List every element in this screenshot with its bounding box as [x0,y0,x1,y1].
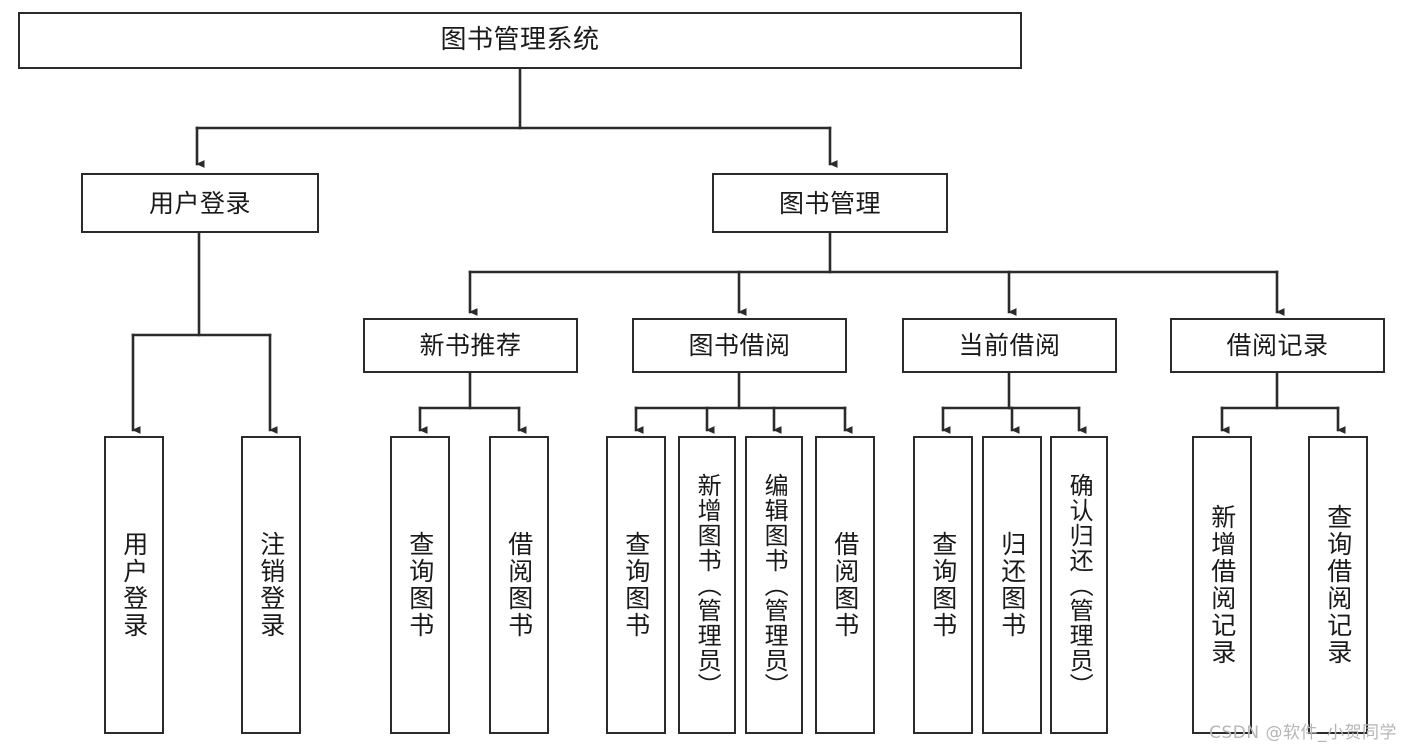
node-label: 归还图书 [997,531,1027,639]
node-current-borrowing[interactable]: 当前借阅 [902,318,1117,373]
node-label: 编辑图书（管理员） [760,472,789,698]
node-leaf-query-book-new[interactable]: 查询图书 [390,436,450,734]
node-label: 借阅图书 [504,531,534,639]
node-label: 查询图书 [405,531,435,639]
node-label: 用户登录 [148,188,251,218]
node-leaf-return-book[interactable]: 归还图书 [982,436,1042,734]
node-label: 图书管理 [778,188,881,218]
node-leaf-add-book-admin[interactable]: 新增图书（管理员） [678,436,736,734]
node-label: 注销登录 [256,531,286,639]
node-borrowing-record[interactable]: 借阅记录 [1170,318,1385,373]
node-leaf-query-book-current[interactable]: 查询图书 [913,436,973,734]
node-leaf-borrow-book-new[interactable]: 借阅图书 [489,436,549,734]
csdn-watermark: CSDN @软件_小贺同学 [1209,723,1397,743]
node-user-login[interactable]: 用户登录 [81,173,319,233]
node-label: 查询借阅记录 [1323,504,1353,666]
node-leaf-query-book-borrow[interactable]: 查询图书 [606,436,666,734]
node-label: 用户登录 [119,531,149,639]
node-label: 新增图书（管理员） [693,472,722,698]
node-leaf-logout[interactable]: 注销登录 [241,436,301,734]
node-book-management[interactable]: 图书管理 [712,173,948,233]
node-leaf-confirm-return-admin[interactable]: 确认归还（管理员） [1050,436,1108,734]
node-label: 查询图书 [928,531,958,639]
node-leaf-query-borrow-record[interactable]: 查询借阅记录 [1308,436,1368,734]
node-label: 图书借阅 [688,331,791,360]
node-label: 借阅记录 [1226,331,1329,360]
node-leaf-edit-book-admin[interactable]: 编辑图书（管理员） [745,436,803,734]
node-leaf-add-borrow-record[interactable]: 新增借阅记录 [1192,436,1252,734]
node-label: 新增借阅记录 [1207,504,1237,666]
node-label: 新书推荐 [419,331,522,360]
node-label: 图书管理系统 [440,25,600,56]
node-root-book-management-system[interactable]: 图书管理系统 [18,12,1022,69]
node-leaf-borrow-book[interactable]: 借阅图书 [815,436,875,734]
node-label: 确认归还（管理员） [1065,472,1094,698]
node-label: 当前借阅 [958,331,1061,360]
node-new-book-recommendation[interactable]: 新书推荐 [363,318,578,373]
node-label: 借阅图书 [830,531,860,639]
node-label: 查询图书 [621,531,651,639]
node-leaf-user-login[interactable]: 用户登录 [104,436,164,734]
node-book-borrowing[interactable]: 图书借阅 [632,318,847,373]
